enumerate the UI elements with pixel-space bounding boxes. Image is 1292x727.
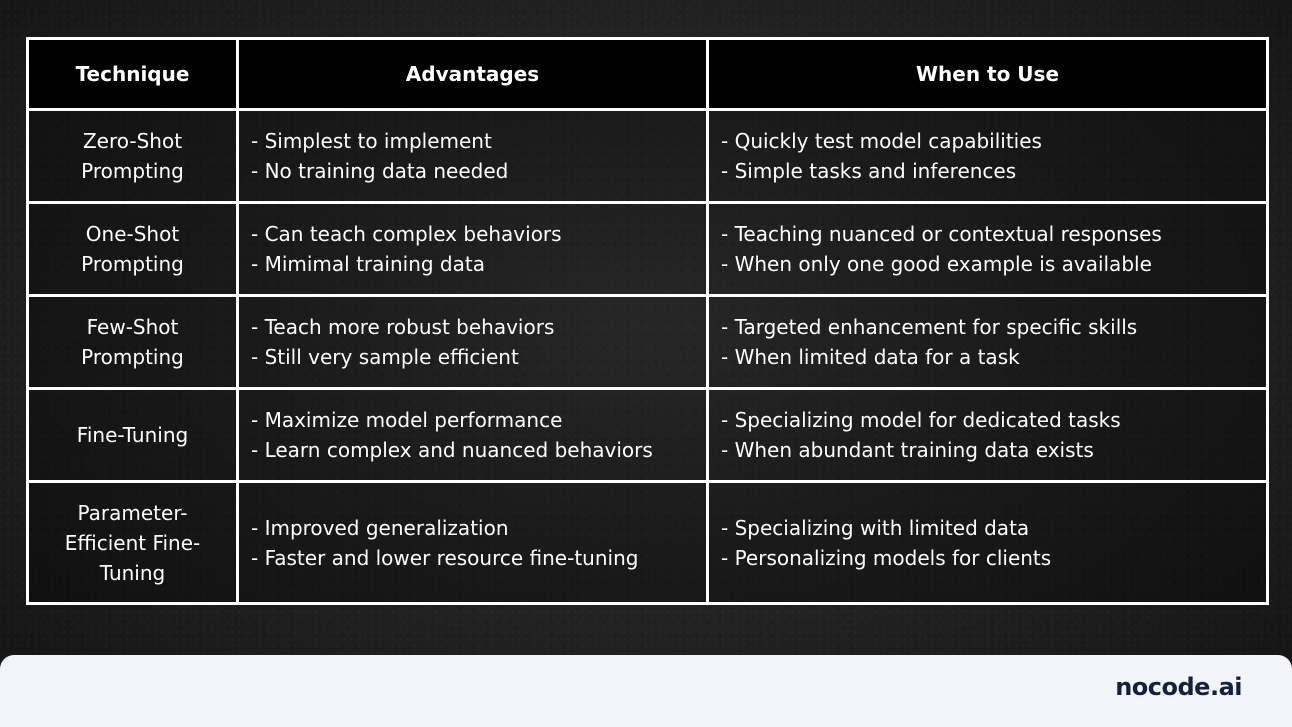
when-to-use-item: - Quickly test model capabilities xyxy=(721,129,1042,153)
when-to-use-item: - Personalizing models for clients xyxy=(721,545,1052,570)
when-to-use-item: - Specializing model for dedicated tasks xyxy=(721,408,1121,432)
advantage-item: - Teach more robust behaviors xyxy=(251,315,555,339)
table-row: One-Shot Prompting - Can teach complex b… xyxy=(26,201,1269,297)
technique-cell: One-Shot Prompting xyxy=(26,201,239,297)
when-to-use-item: - Teaching nuanced or contextual respons… xyxy=(721,222,1162,246)
advantage-item: - Improved generalization xyxy=(251,515,509,540)
when-to-use-item: - When abundant training data exists xyxy=(721,438,1094,462)
technique-cell: Few-Shot Prompting xyxy=(26,294,239,390)
when-to-use-item: - When limited data for a task xyxy=(721,345,1020,369)
advantage-item: - Can teach complex behaviors xyxy=(251,222,562,246)
header-advantages: Advantages xyxy=(236,37,709,111)
advantage-item: - Mimimal training data xyxy=(251,252,485,276)
table-header-row: Technique Advantages When to Use xyxy=(26,37,1269,111)
advantage-item: - Still very sample efficient xyxy=(251,345,519,369)
technique-cell: Zero-Shot Prompting xyxy=(26,108,239,204)
advantage-item: - Simplest to implement xyxy=(251,129,492,153)
when-to-use-item: - When only one good example is availabl… xyxy=(721,252,1152,276)
advantages-cell: - Improved generalization - Faster and l… xyxy=(236,480,709,605)
technique-cell: Parameter-Efficient Fine-Tuning xyxy=(26,480,239,605)
when-to-use-cell: - Targeted enhancement for specific skil… xyxy=(706,294,1269,390)
advantages-cell: - Teach more robust behaviors - Still ve… xyxy=(236,294,709,390)
when-to-use-cell: - Specializing model for dedicated tasks… xyxy=(706,387,1269,483)
when-to-use-item: - Simple tasks and inferences xyxy=(721,159,1017,183)
table-row: Few-Shot Prompting - Teach more robust b… xyxy=(26,294,1269,390)
advantage-item: - Maximize model performance xyxy=(251,408,563,432)
when-to-use-item: - Targeted enhancement for specific skil… xyxy=(721,315,1138,339)
when-to-use-cell: - Specializing with limited data - Perso… xyxy=(706,480,1269,605)
brand-logo-text: nocode.ai xyxy=(1115,673,1242,701)
header-when-to-use: When to Use xyxy=(706,37,1269,111)
when-to-use-cell: - Quickly test model capabilities - Simp… xyxy=(706,108,1269,204)
table-row: Parameter-Efficient Fine-Tuning - Improv… xyxy=(26,480,1269,605)
header-technique: Technique xyxy=(26,37,239,111)
advantages-cell: - Maximize model performance - Learn com… xyxy=(236,387,709,483)
table-row: Fine-Tuning - Maximize model performance… xyxy=(26,387,1269,483)
footer-bar: nocode.ai xyxy=(0,655,1292,727)
comparison-table: Technique Advantages When to Use Zero-Sh… xyxy=(26,37,1269,605)
advantages-cell: - Can teach complex behaviors - Mimimal … xyxy=(236,201,709,297)
when-to-use-item: - Specializing with limited data xyxy=(721,515,1030,540)
advantage-item: - Faster and lower resource fine-tuning xyxy=(251,545,639,570)
advantage-item: - Learn complex and nuanced behaviors xyxy=(251,438,653,462)
when-to-use-cell: - Teaching nuanced or contextual respons… xyxy=(706,201,1269,297)
technique-cell: Fine-Tuning xyxy=(26,387,239,483)
advantage-item: - No training data needed xyxy=(251,159,509,183)
advantages-cell: - Simplest to implement - No training da… xyxy=(236,108,709,204)
table-row: Zero-Shot Prompting - Simplest to implem… xyxy=(26,108,1269,204)
